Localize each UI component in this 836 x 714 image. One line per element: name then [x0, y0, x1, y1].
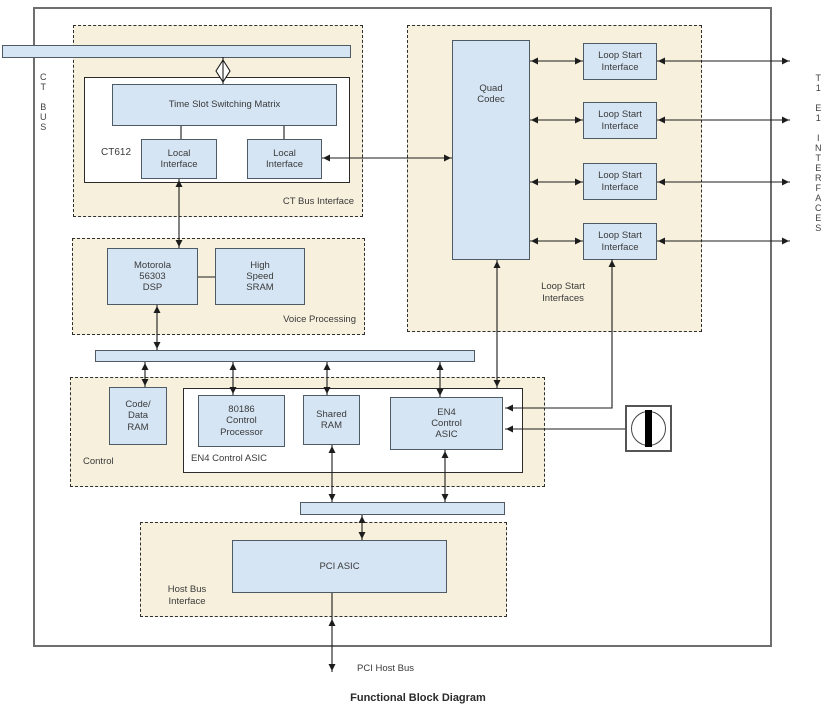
loop-start-interface-block-3: Loop Start Interface — [583, 163, 657, 200]
80186-processor-block: 80186 Control Processor — [198, 395, 285, 447]
loop-start-interface-block-1: Loop Start Interface — [583, 43, 657, 80]
crystal-oscillator-icon — [625, 405, 672, 452]
ct612-chip-label: CT612 — [101, 147, 132, 158]
pci-host-bus-label: PCI Host Bus — [357, 663, 415, 674]
time-slot-switching-matrix-block: Time Slot Switching Matrix — [112, 84, 337, 126]
high-speed-sram-block: High Speed SRAM — [215, 248, 305, 305]
host-bus-bar — [300, 502, 505, 515]
ct-bus-side-label: C T B U S — [40, 72, 47, 132]
ct-bus-interface-label: CT Bus Interface — [282, 195, 354, 207]
loop-start-label: Loop Start Interfaces — [541, 281, 585, 304]
shared-ram-block: Shared RAM — [303, 395, 360, 445]
ct-bus-bar — [2, 45, 351, 58]
en4-control-asic-block: EN4 Control ASIC — [390, 397, 503, 450]
local-interface-left-block: Local Interface — [141, 139, 217, 179]
quad-codec-block: Quad Codec — [452, 40, 530, 260]
motorola-dsp-block: Motorola 56303 DSP — [107, 248, 198, 305]
code-data-ram-block: Code/ Data RAM — [109, 387, 167, 445]
local-interface-right-block: Local Interface — [247, 139, 322, 179]
control-label: Control — [83, 455, 114, 467]
host-bus-interface-label: Host Bus Interface — [167, 584, 207, 607]
control-bus-bar — [95, 350, 475, 362]
loop-start-interface-block-4: Loop Start Interface — [583, 223, 657, 260]
board-outline — [33, 7, 772, 647]
loop-start-interface-block-2: Loop Start Interface — [583, 102, 657, 139]
voice-processing-label: Voice Processing — [283, 313, 356, 325]
diagram-title: Functional Block Diagram — [350, 692, 486, 704]
t1-e1-interfaces-side-label: T 1 E 1 I N T E R F A C E S — [815, 73, 822, 233]
oscillator-crystal-bar — [645, 410, 652, 447]
pci-asic-block: PCI ASIC — [232, 540, 447, 593]
en4-asic-container-label: EN4 Control ASIC — [191, 452, 268, 464]
